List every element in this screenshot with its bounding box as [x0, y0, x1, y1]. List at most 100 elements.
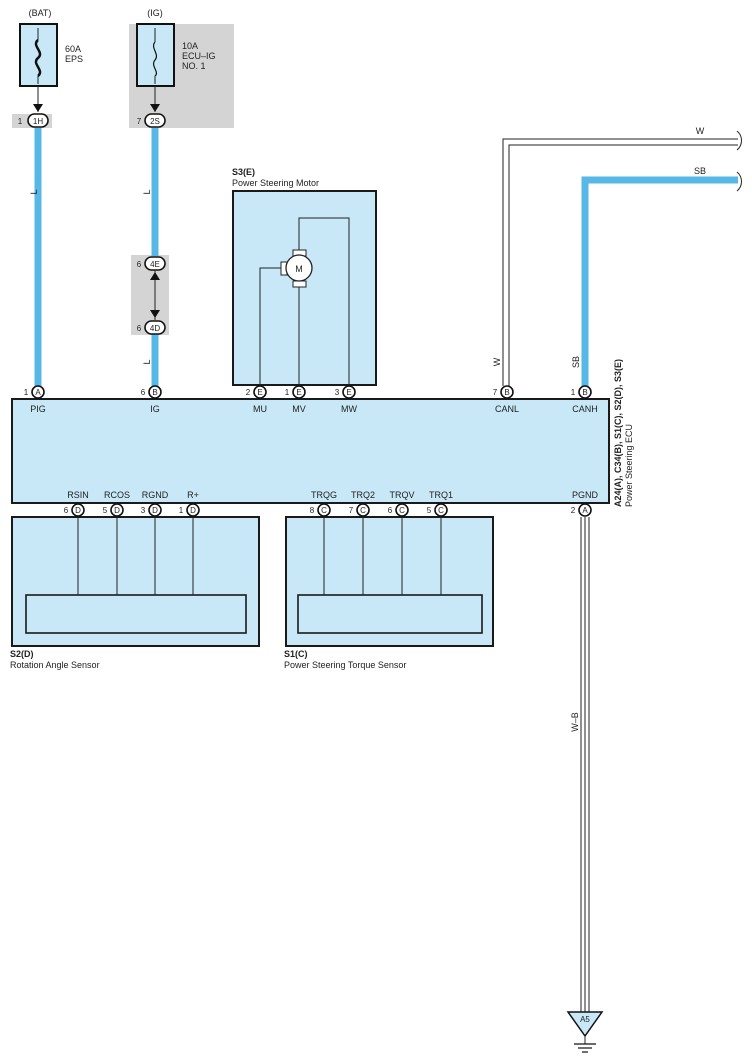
- ecu-pin-number: 1: [571, 388, 576, 397]
- angle-sensor-element: [25, 594, 247, 634]
- svg-text:4D: 4D: [150, 324, 160, 333]
- ecu-pin-connector: C: [438, 506, 444, 515]
- fuse-ig-name1: ECU–IG: [182, 51, 216, 61]
- ecu-pin-connector: B: [504, 388, 509, 397]
- ecu-pin-number: 6: [141, 388, 146, 397]
- ecu-pin-label: RCOS: [104, 490, 130, 500]
- angle-sensor-code: S2(D): [10, 649, 34, 659]
- ecu-pin-label: CANL: [495, 404, 519, 414]
- wire-pgnd: [580, 517, 590, 1012]
- ecu-pin-connector: D: [152, 506, 158, 515]
- torque-sensor-code: S1(C): [284, 649, 308, 659]
- ecu-pin-label: R+: [187, 490, 199, 500]
- ecu-pin-connector: B: [582, 388, 587, 397]
- ecu-pin-connector: E: [257, 388, 262, 397]
- ecu-pin-number: 1: [179, 506, 184, 515]
- wire-break-icon: [736, 171, 742, 192]
- motor-symbol: M: [295, 264, 303, 274]
- ecu-pin-connector: B: [152, 388, 157, 397]
- ecu-pin-connector: C: [321, 506, 327, 515]
- torque-sensor-name: Power Steering Torque Sensor: [284, 660, 406, 670]
- arrow-down-icon: [33, 104, 43, 112]
- ecu-pin-number: 5: [103, 506, 108, 515]
- junction-4e-pin: 6: [137, 260, 142, 269]
- ecu-pin-label: TRQG: [311, 490, 337, 500]
- ecu-pin-number: 5: [427, 506, 432, 515]
- torque-sensor-element: [297, 594, 483, 634]
- fuse-eps-rating: 60A: [65, 44, 81, 54]
- ecu-pin-label: IG: [150, 404, 160, 414]
- ecu-pin-label: RGND: [142, 490, 169, 500]
- bat-label: (BAT): [29, 8, 52, 18]
- ecu-pin-bottom-r: D1R+: [179, 490, 200, 517]
- ecu-pin-bottom-trqg: C8 TRQG: [310, 490, 337, 517]
- fuse-ig-name2: NO. 1: [182, 61, 206, 71]
- ecu-pin-connector: A: [582, 506, 588, 515]
- ecu-pin-number: 6: [388, 506, 393, 515]
- ecu-pin-number: 2: [246, 388, 251, 397]
- ecu-pin-connector: E: [346, 388, 351, 397]
- ecu-pin-label: TRQ2: [351, 490, 375, 500]
- wire-color-ig-lower: L: [142, 359, 152, 364]
- fuse-eps: [19, 23, 58, 87]
- ecu-pin-label: PIG: [30, 404, 46, 414]
- wire-color-pig: L: [29, 189, 39, 194]
- ecu-pin-connector: A: [35, 388, 41, 397]
- ecu-pin-number: 7: [493, 388, 498, 397]
- ecu-pin-label: MU: [253, 404, 267, 414]
- fuse-eps-name: EPS: [65, 54, 83, 64]
- ecu-pin-label: TRQV: [389, 490, 414, 500]
- junction-2s: 2S: [144, 113, 166, 128]
- ecu-pin-number: 3: [141, 506, 146, 515]
- ecu-pin-number: 8: [310, 506, 315, 515]
- junction-1h: 1H: [27, 113, 49, 128]
- junction-4d-pin: 6: [137, 324, 142, 333]
- wire-break-icon: [736, 130, 742, 151]
- ecu-pin-label: RSIN: [67, 490, 89, 500]
- wire-canh: [581, 176, 738, 386]
- ecu-bottom-pins: D6RSIND5RCOSD3RGNDD1R+C8TRQGC7TRQ2C6TRQV…: [64, 490, 599, 517]
- ground-code: A5: [580, 1015, 590, 1024]
- arrow-down-icon: [150, 310, 160, 318]
- ecu-pin-bottom-rgnd: D3 RGND: [141, 490, 169, 517]
- motor-icon: [285, 254, 313, 282]
- ecu-pin-number: 1: [285, 388, 290, 397]
- arrow-down-icon: [150, 104, 160, 112]
- ecu-pin-number: 1: [24, 388, 29, 397]
- junction-4e: 4E: [144, 256, 166, 271]
- ecu-codes: A24(A), C34(B), S1(C), S2(D), S3(E): [613, 359, 623, 507]
- wire-color-canh-vert: SB: [571, 356, 581, 368]
- wire-canl-a: [502, 138, 738, 386]
- power-steering-motor: [232, 190, 377, 386]
- wire-color-ig-upper: L: [142, 189, 152, 194]
- motor-code: S3(E): [232, 167, 255, 177]
- ecu-pin-label: CANH: [572, 404, 598, 414]
- ecu-pin-label: MV: [292, 404, 306, 414]
- wire-color-pgnd: W–B: [570, 712, 580, 732]
- ig-label: (IG): [147, 8, 163, 18]
- svg-text:4E: 4E: [150, 260, 160, 269]
- junction-1h-pin: 1: [18, 117, 23, 126]
- wire-color-canl-top: W: [696, 126, 705, 136]
- ecu-pin-connector: E: [296, 388, 301, 397]
- ecu-pin-number: 6: [64, 506, 69, 515]
- fuse-ig-rating: 10A: [182, 41, 198, 51]
- wire-color-canh-top: SB: [694, 166, 706, 176]
- power-steering-ecu: [11, 398, 610, 504]
- ecu-pin-connector: D: [190, 506, 196, 515]
- ecu-pin-label: PGND: [572, 490, 599, 500]
- ecu-name: Power Steering ECU: [624, 424, 634, 507]
- junction-4d: 4D: [144, 320, 166, 335]
